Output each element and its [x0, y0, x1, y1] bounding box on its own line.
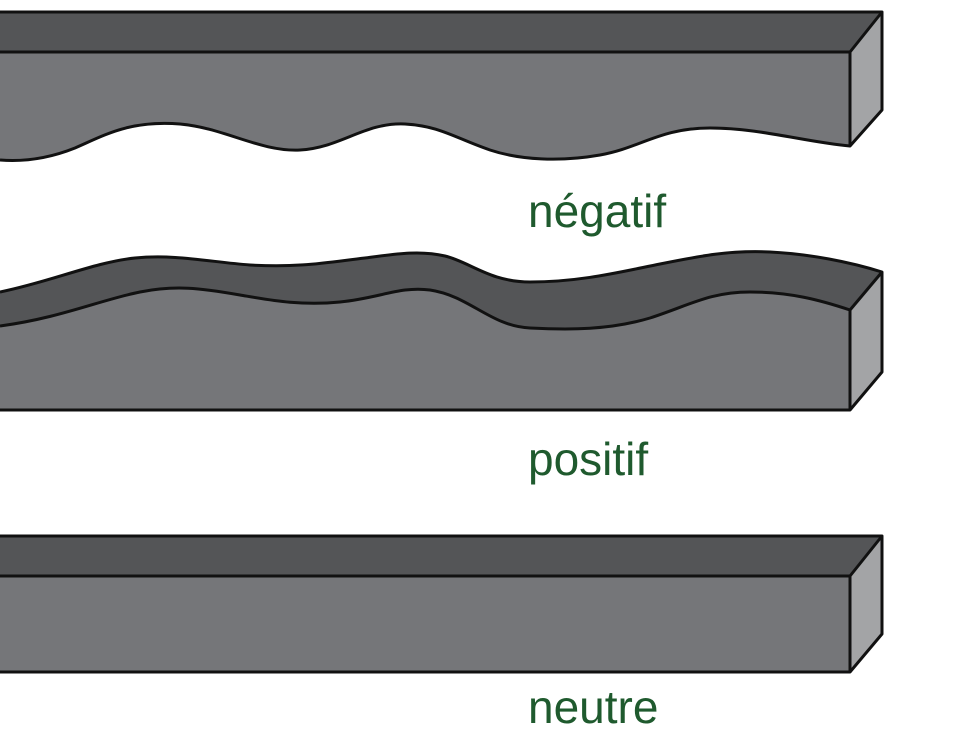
negatif-side-face: [850, 12, 882, 146]
negatif-front-face: [0, 52, 850, 161]
positif-side-face: [850, 272, 882, 410]
profile-bar-neutre: [0, 534, 884, 674]
positif-outline: [0, 250, 884, 412]
negatif-top-face: [0, 12, 882, 52]
negatif-outline: [0, 10, 884, 162]
positif-front-face: [0, 288, 850, 410]
positif-edge-lines: [0, 271, 884, 410]
positif-top-face: [0, 251, 882, 329]
profile-bar-positif: [0, 250, 884, 412]
profile-bar-negatif: [0, 10, 884, 162]
negatif-edge-lines: [0, 11, 884, 146]
label-neutre: neutre: [528, 681, 659, 733]
neutre-side-face: [850, 536, 882, 672]
label-negatif: négatif: [528, 185, 667, 237]
neutre-front-face: [0, 576, 850, 672]
label-positif: positif: [528, 433, 649, 485]
neutre-top-face: [0, 536, 882, 576]
neutre-outline: [0, 534, 884, 674]
